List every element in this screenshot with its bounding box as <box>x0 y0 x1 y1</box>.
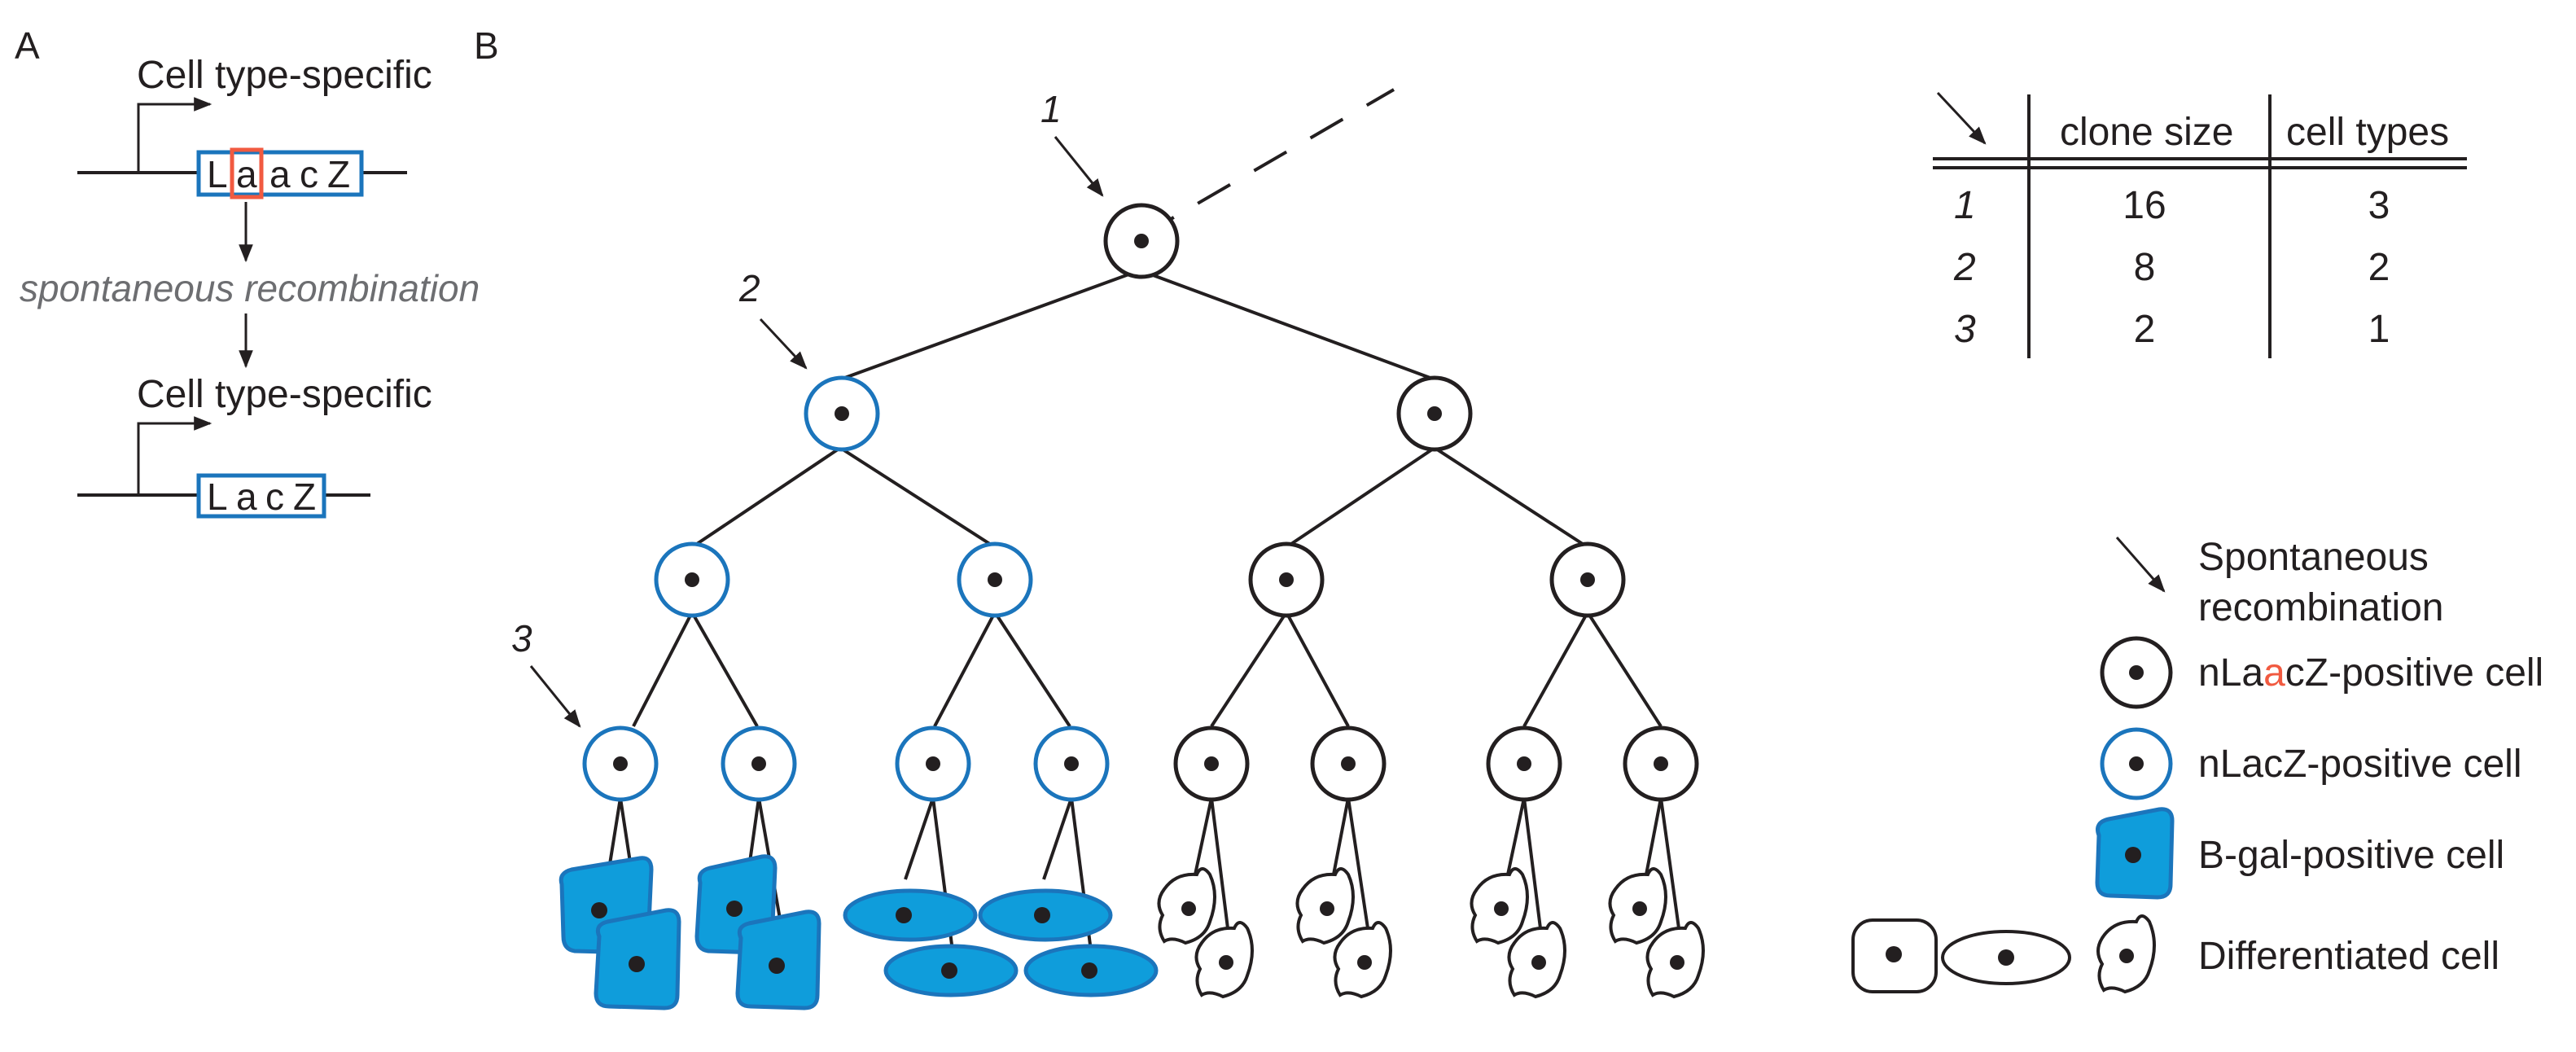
svg-text:2: 2 <box>2134 308 2156 351</box>
differentiated-cell <box>1608 867 1667 945</box>
differentiated-cell <box>1157 867 1216 945</box>
legend-nlacz-swatch <box>2100 727 2173 800</box>
naacz-cell <box>1248 541 1325 618</box>
differentiated-cell-ellipse <box>1941 930 2071 985</box>
svg-text:3: 3 <box>1954 308 1976 351</box>
arrow-label-2: 2 <box>738 267 760 309</box>
legend-recombination-arrow <box>2115 537 2166 593</box>
differentiated-cells <box>1157 867 1705 999</box>
svg-text:Z: Z <box>327 153 350 195</box>
bgal-cells <box>559 854 1159 1010</box>
legend-nlacz-label: nLacZ-positive cell <box>2198 743 2522 786</box>
legend-recombination-line1: Spontaneous <box>2198 536 2429 579</box>
differentiated-cell <box>1194 921 1254 999</box>
panel-a-label: A <box>15 24 40 67</box>
differentiated-cell <box>1507 921 1566 999</box>
bgal-ellipse-cell <box>883 944 1019 997</box>
aa-highlight-box <box>230 147 264 199</box>
svg-text:a: a <box>236 153 257 195</box>
bgal-ellipse-cell <box>843 888 978 942</box>
naacz-cell <box>1310 725 1387 802</box>
lineage-dashed-line <box>1140 88 1395 238</box>
table-recombination-arrow <box>1936 91 1987 145</box>
nlacz-cell <box>1033 725 1110 802</box>
svg-text:2: 2 <box>2368 246 2390 289</box>
legend-bgal-label: B-gal-positive cell <box>2198 834 2504 877</box>
differentiated-cell <box>1645 921 1705 999</box>
legend-differentiated-label: Differentiated cell <box>2198 935 2499 978</box>
table-header-clone-size: clone size <box>2060 111 2233 154</box>
table-grid <box>1933 94 2467 358</box>
svg-text:a: a <box>236 476 257 518</box>
svg-text:c: c <box>300 153 318 195</box>
svg-text:8: 8 <box>2134 246 2156 289</box>
svg-text:1: 1 <box>2368 308 2390 351</box>
nlacz-cell <box>654 541 730 618</box>
bgal-ellipse-cell <box>978 888 1113 942</box>
panel-b: B <box>474 24 2543 1010</box>
differentiated-cell-irregular <box>2096 914 2156 994</box>
naacz-cell <box>1396 375 1473 452</box>
bgal-cell <box>594 908 681 1010</box>
svg-text:a: a <box>269 153 291 195</box>
promoter-label-top: Cell type-specific <box>137 54 432 97</box>
bgal-ellipse-cell <box>1023 944 1159 997</box>
legend-bgal-swatch <box>2095 807 2175 900</box>
arrow-label-3: 3 <box>511 617 532 660</box>
differentiated-cell-rounded <box>1851 918 1938 993</box>
table-row: 1 16 3 <box>1954 184 2390 227</box>
legend-naacz-label: nLaacZ-positive cell <box>2198 651 2543 695</box>
nlacz-cell <box>721 725 797 802</box>
legend: Spontaneous recombination nLaacZ-positiv… <box>1851 536 2543 994</box>
svg-text:L: L <box>207 476 228 518</box>
clone-table: clone size cell types 1 16 3 2 8 2 3 2 1 <box>1933 91 2467 358</box>
nlacz-cell <box>804 375 880 452</box>
svg-text:3: 3 <box>2368 184 2390 227</box>
recombination-step-label: spontaneous recombination <box>20 267 480 309</box>
recombination-arrows <box>529 136 1104 728</box>
root-cell <box>1103 203 1180 279</box>
nlacz-cell <box>895 725 971 802</box>
svg-text:2: 2 <box>1953 246 1976 289</box>
tree-nodes <box>582 203 1699 802</box>
naacz-cell <box>1486 725 1562 802</box>
svg-text:L: L <box>207 153 228 195</box>
table-header-cell-types: cell types <box>2286 111 2449 154</box>
legend-differentiated-swatches <box>1851 914 2156 994</box>
tree-edges <box>606 269 1680 952</box>
svg-text:16: 16 <box>2123 184 2166 227</box>
nlacz-cell <box>582 725 659 802</box>
legend-naacz-swatch <box>2100 636 2173 709</box>
differentiated-cell <box>1295 867 1355 945</box>
svg-text:Z: Z <box>293 476 316 518</box>
laacz-box <box>196 150 364 197</box>
nlacz-cell <box>957 541 1033 618</box>
naacz-cell <box>1623 725 1699 802</box>
promoter-label-bottom: Cell type-specific <box>137 373 432 416</box>
naacz-cell <box>1549 541 1626 618</box>
panel-a: A Cell type-specific L a a c Z spontaneo… <box>15 24 480 519</box>
lacz-text: L a c Z <box>207 476 316 518</box>
promoter-arrow-top <box>137 97 212 173</box>
panel-b-label: B <box>474 24 499 67</box>
svg-text:1: 1 <box>1954 184 1976 227</box>
differentiated-cell <box>1333 921 1392 999</box>
naacz-cell <box>1173 725 1250 802</box>
laacz-text: L a a c Z <box>207 153 350 195</box>
arrow-label-1: 1 <box>1040 88 1062 130</box>
differentiated-cell <box>1470 867 1529 945</box>
table-row: 2 8 2 <box>1953 246 2390 289</box>
lacz-box <box>196 473 326 519</box>
svg-text:c: c <box>265 476 284 518</box>
table-row: 3 2 1 <box>1954 308 2390 351</box>
promoter-arrow-bottom <box>137 416 212 495</box>
bgal-cell <box>735 910 821 1010</box>
legend-recombination-line2: recombination <box>2198 586 2444 629</box>
